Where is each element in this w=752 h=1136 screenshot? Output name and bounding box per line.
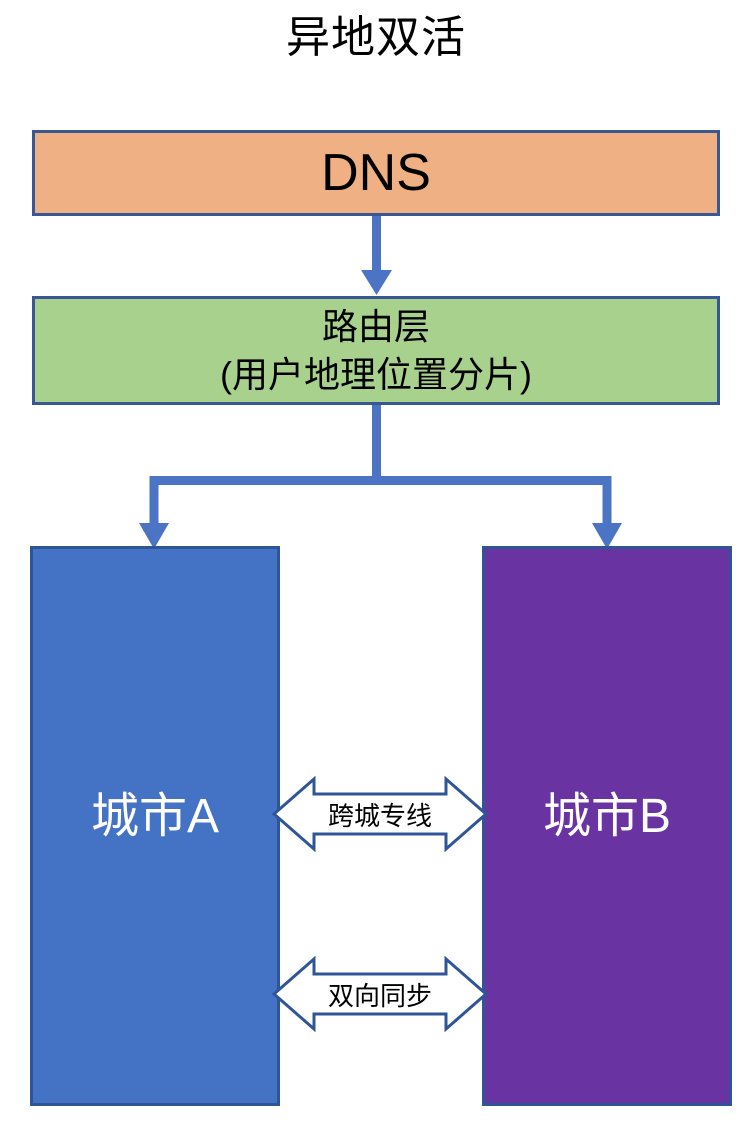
city-a-label: 城市A [90, 790, 220, 843]
double-arrow-shape [272, 956, 488, 1032]
routing-layer-label-line1: 路由层 [321, 305, 430, 347]
bidirectional-sync-label: 双向同步 [327, 980, 432, 1011]
branch-connector-routing-to-cities [139, 405, 622, 549]
routing-layer-label-line2: (用户地理位置分片) [220, 353, 532, 395]
city-a-node: 城市A [30, 546, 280, 1106]
dns-node: DNS [32, 130, 720, 216]
arrow-dns-to-routing [361, 216, 392, 295]
double-arrow-shape [272, 776, 488, 852]
dns-node-label: DNS [321, 144, 431, 202]
city-b-label: 城市B [542, 790, 672, 843]
city-b-node: 城市B [482, 546, 732, 1106]
double-arrow-bidirectional-sync: 双向同步 [272, 956, 488, 1032]
diagram-title: 异地双活 [286, 13, 466, 62]
double-arrow-cross-city-line: 跨城专线 [272, 776, 488, 852]
cross-city-line-label: 跨城专线 [327, 800, 432, 831]
routing-layer-node: 路由层 (用户地理位置分片) [32, 296, 720, 405]
